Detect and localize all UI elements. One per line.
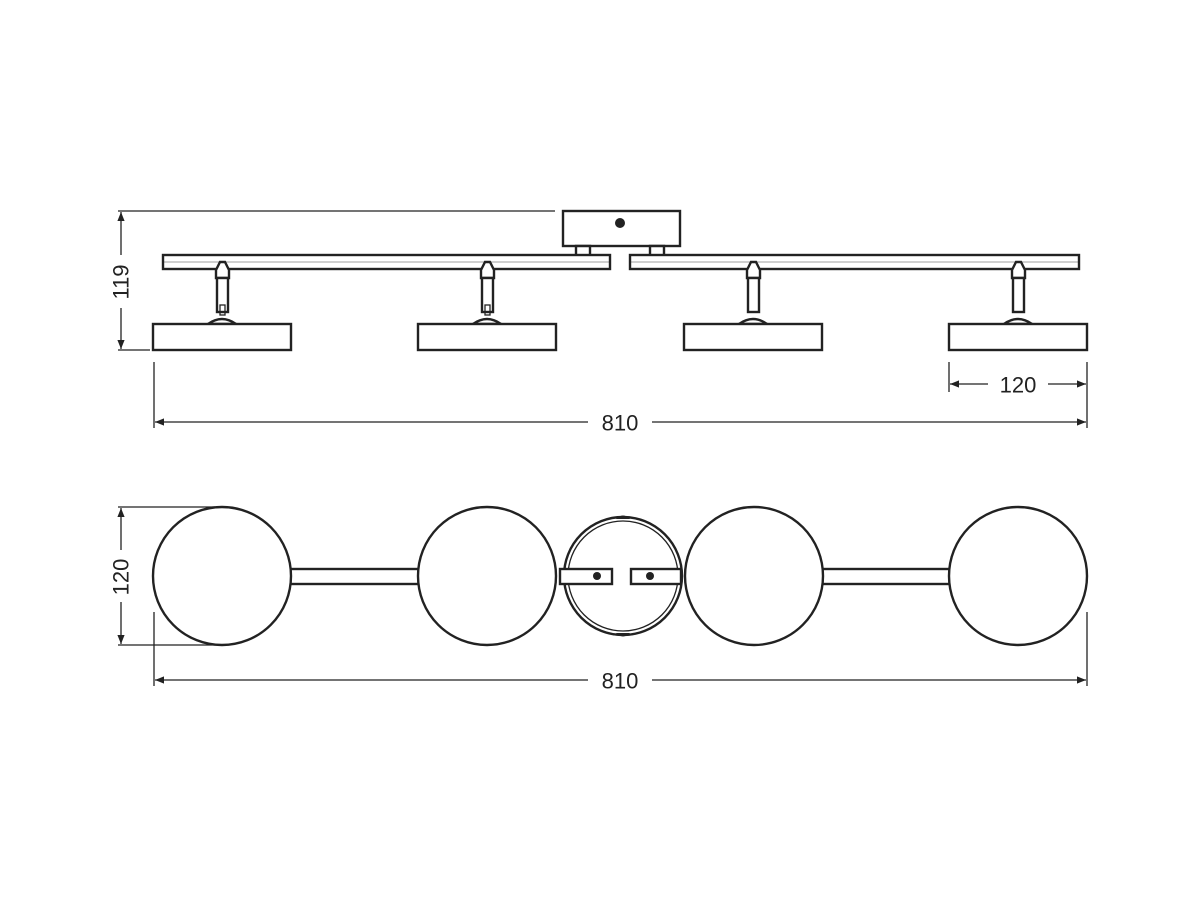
left-arm-bar (161, 253, 612, 271)
spot-head-4 (947, 260, 1089, 352)
top-spot-1 (151, 505, 293, 647)
top-width-dimension: 810 (153, 612, 1088, 694)
spot-diameter-dimension: 120 (948, 362, 1088, 428)
top-arm-right (818, 567, 954, 586)
top-arm-left (288, 567, 424, 586)
side-width-dimension: 810 (153, 362, 1086, 436)
depth-label: 120 (109, 559, 134, 596)
top-spot-4 (947, 505, 1089, 647)
depth-dimension: 120 (109, 506, 215, 646)
top-canopy (558, 515, 684, 637)
top-view: 120 810 (109, 505, 1089, 694)
height-dimension: 119 (109, 210, 555, 351)
top-width-label: 810 (602, 669, 639, 694)
spot-head-1 (151, 260, 293, 352)
top-spot-3 (683, 505, 825, 647)
side-width-label: 810 (602, 411, 639, 436)
spot-head-2 (416, 260, 558, 352)
side-view: 119 120 810 (109, 209, 1089, 436)
top-spot-2 (416, 505, 558, 647)
spot-diameter-label: 120 (1000, 373, 1037, 398)
right-arm-bar (628, 253, 1081, 271)
spot-head-3 (682, 260, 824, 352)
height-label: 119 (109, 264, 134, 299)
